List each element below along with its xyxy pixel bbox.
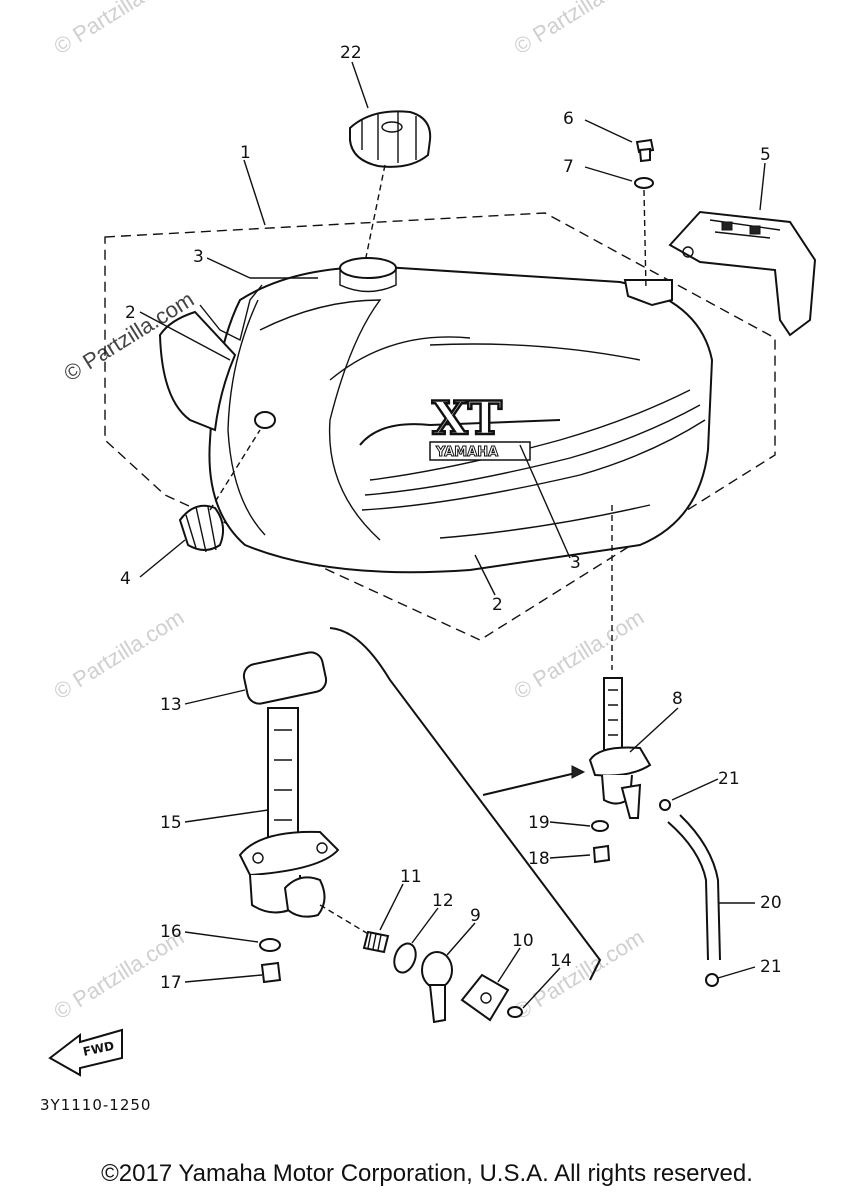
bolt-18 xyxy=(592,844,611,864)
plate-10 xyxy=(460,973,510,1022)
callout-22: 22 xyxy=(340,43,362,63)
fuel-cock-large xyxy=(238,707,340,918)
callout-3-right: 3 xyxy=(570,553,581,573)
callout-2-bottom: 2 xyxy=(492,595,503,615)
watermark: © Partzilla.com xyxy=(509,0,648,59)
side-cap xyxy=(178,504,225,553)
callout-11: 11 xyxy=(400,867,422,887)
o-ring-12 xyxy=(393,942,417,974)
screw-14 xyxy=(507,1006,523,1018)
callout-10: 10 xyxy=(512,931,534,951)
washer-16 xyxy=(259,938,281,952)
left-emblem xyxy=(158,310,237,432)
callout-2: 2 xyxy=(125,303,136,323)
washer-19 xyxy=(591,820,609,832)
bolt-17 xyxy=(260,961,282,984)
callout-20: 20 xyxy=(760,893,782,913)
callout-21-upper: 21 xyxy=(718,769,740,789)
part-code: 3Y1110-1250 xyxy=(40,1096,151,1114)
fuel-tank: XT YAMAHA xyxy=(208,257,714,574)
tank-badge-brand: YAMAHA xyxy=(435,445,498,460)
clip-21-lower xyxy=(705,973,719,987)
copyright-notice: ©2017 Yamaha Motor Corporation, U.S.A. A… xyxy=(101,1160,753,1187)
callout-18: 18 xyxy=(528,849,550,869)
callout-16: 16 xyxy=(160,922,182,942)
tank-badge-model: XT xyxy=(432,391,502,445)
callout-12: 12 xyxy=(432,891,454,911)
callout-6: 6 xyxy=(563,109,574,129)
lever-9 xyxy=(421,951,453,1024)
fuel-cock-small xyxy=(588,677,652,819)
detail-region-line xyxy=(329,627,602,981)
clip-21-upper xyxy=(659,799,671,811)
leader-lines xyxy=(139,61,766,1009)
callout-9: 9 xyxy=(470,906,481,926)
spring-11 xyxy=(362,930,390,954)
watermark: © Partzilla.com xyxy=(509,604,648,704)
fwd-arrow: FWD xyxy=(48,1028,123,1077)
callout-13: 13 xyxy=(160,695,182,715)
callout-17: 17 xyxy=(160,973,182,993)
callout-14: 14 xyxy=(550,951,572,971)
fuel-hose xyxy=(667,821,709,961)
fuel-cap xyxy=(349,110,432,168)
callouts: 22 1 3 2 6 7 5 4 3 2 13 8 21 15 19 18 11… xyxy=(120,43,782,993)
callout-15: 15 xyxy=(160,813,182,833)
callout-3: 3 xyxy=(193,247,204,267)
callout-7: 7 xyxy=(563,157,574,177)
watermark: © Partzilla.com xyxy=(49,0,188,59)
bolt-6 xyxy=(635,138,655,163)
o-ring-13 xyxy=(242,651,328,705)
callout-8: 8 xyxy=(672,689,683,709)
callout-19: 19 xyxy=(528,813,550,833)
fwd-label: FWD xyxy=(82,1039,116,1059)
callout-5: 5 xyxy=(760,145,771,165)
callout-1: 1 xyxy=(240,143,251,163)
rear-bracket xyxy=(668,210,817,337)
callout-4: 4 xyxy=(120,569,131,589)
callout-21-lower: 21 xyxy=(760,957,782,977)
watermark: © Partzilla.com xyxy=(49,604,188,704)
washer-7 xyxy=(634,177,654,189)
